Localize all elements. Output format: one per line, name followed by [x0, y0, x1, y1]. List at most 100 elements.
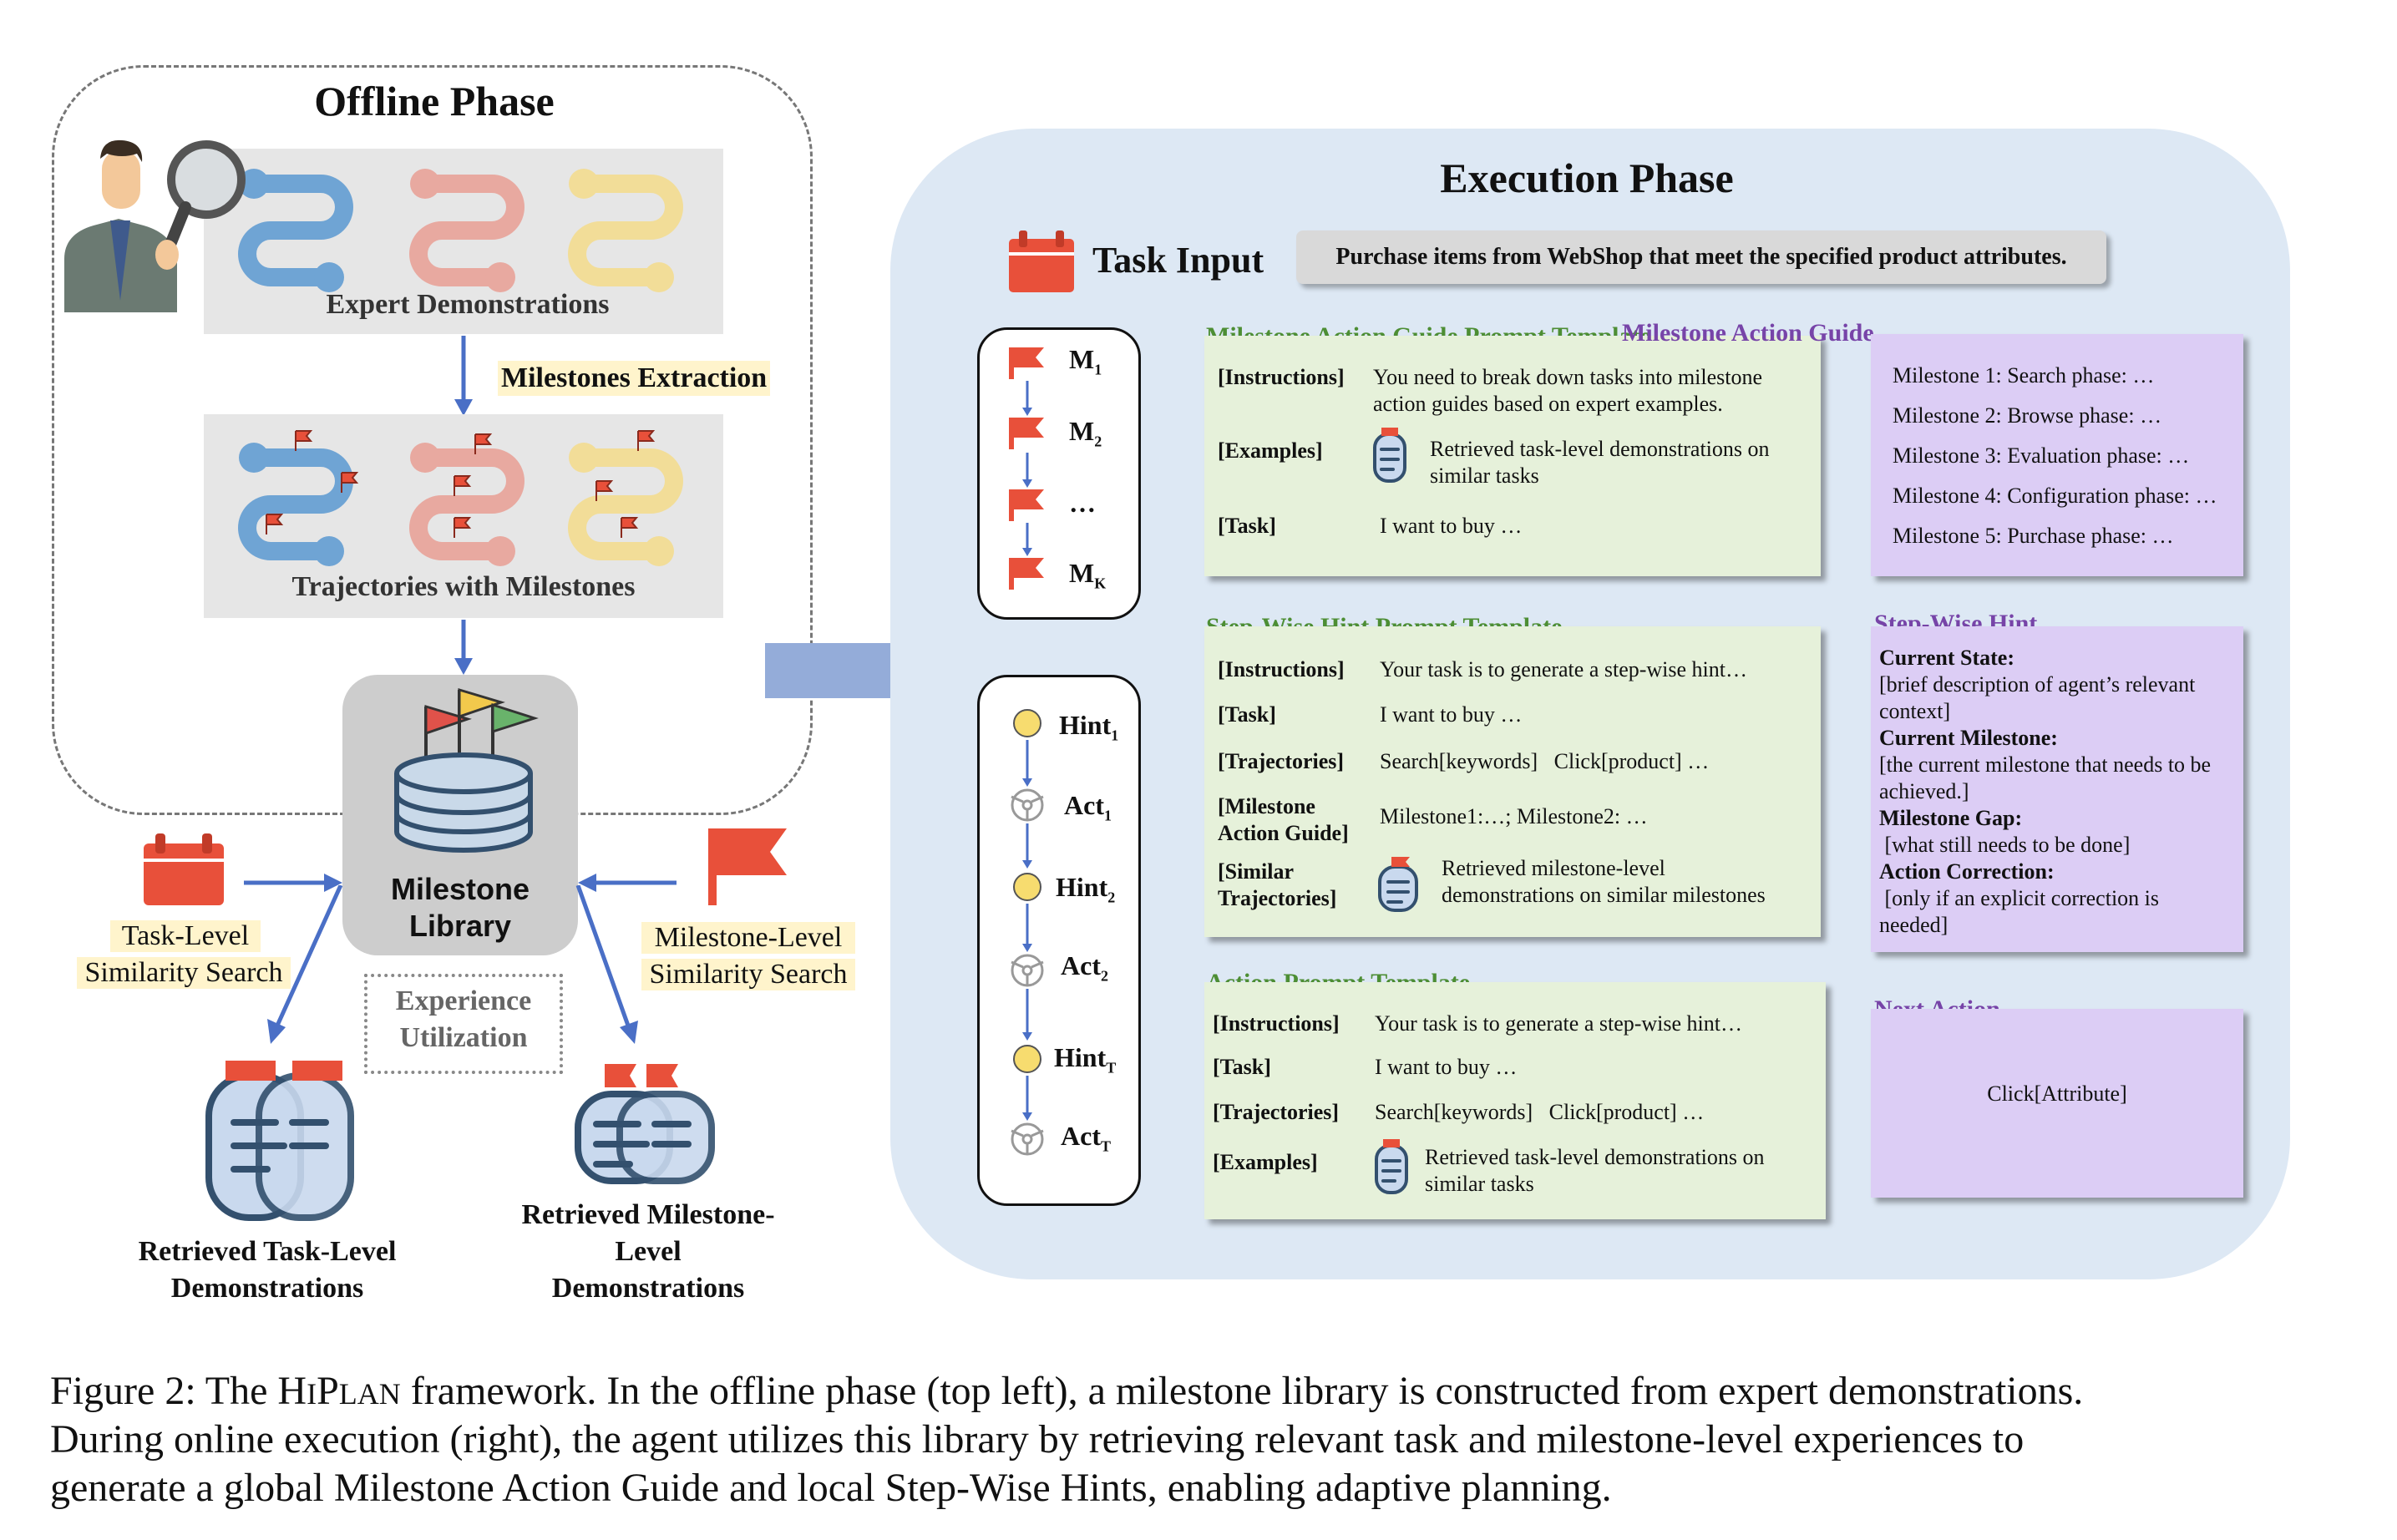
swh-trajectories-key: [Trajectories] [1218, 749, 1345, 773]
swh-current-state-val-1: [brief description of agent’s relevant [1879, 672, 2196, 697]
mag-output-box [1871, 334, 2243, 576]
swh-mag-val: Milestone1:…; Milestone2: … [1380, 804, 1648, 828]
milestone-clipboard-icon [1378, 857, 1418, 912]
swh-similar-val-2: demonstrations on similar milestones [1442, 883, 1766, 907]
arrow-task-search-to-library [244, 874, 342, 892]
swh-action-correction-val-1: [only if an explicit correction is [1879, 886, 2160, 910]
mag-output-item-3: Milestone 3: Evaluation phase: … [1893, 443, 2190, 468]
act-examples-val-2: similar tasks [1425, 1172, 1534, 1196]
step-sequence-graphic [1011, 709, 1044, 1156]
mag-instructions-val-2: action guides based on expert examples. [1373, 392, 1723, 416]
milestone-mk: MK [1069, 558, 1107, 592]
trajectories-label: Trajectories with Milestones [291, 571, 636, 602]
milestones-extraction-label: Milestones Extraction [498, 361, 771, 396]
act-task-key: [Task] [1213, 1055, 1271, 1079]
mag-task-val: I want to buy … [1380, 514, 1523, 538]
step-hint-1: Hint1 [1059, 710, 1119, 744]
act-instructions-val: Your task is to generate a step-wise hin… [1375, 1011, 1743, 1036]
retrieved-milestone-demos-label-3: Demonstrations [551, 1273, 745, 1304]
milestone-sequence-box [977, 327, 1141, 620]
retrieved-task-demos-icon [205, 1061, 354, 1221]
mag-instructions-key: [Instructions] [1218, 365, 1345, 389]
retrieved-task-demos-label-2: Demonstrations [170, 1273, 364, 1304]
mag-instructions-val-1: You need to break down tasks into milest… [1373, 365, 1763, 389]
swh-current-milestone-val-1: [the current milestone that needs to be [1879, 752, 2212, 777]
swh-trajectories-val: Search[keywords] Click[product] … [1380, 749, 1710, 773]
retrieved-task-demos-label-1: Retrieved Task-Level [138, 1236, 397, 1267]
arrow-trajectories-to-library [454, 620, 473, 675]
arrow-library-to-task-demos [267, 885, 343, 1044]
milestone-m1: M1 [1069, 344, 1102, 378]
calendar-icon-task-search [144, 833, 224, 905]
task-level-search-label-1: Task-Level [110, 920, 261, 952]
experience-label-2: Utilization [399, 1022, 528, 1053]
execution-phase-title: Execution Phase [1440, 155, 1734, 201]
swh-mag-key-1: [Milestone [1218, 794, 1315, 818]
swh-current-state-key: Current State: [1879, 646, 2014, 670]
retrieved-milestone-demos-icon [575, 1064, 715, 1184]
calendar-icon-task-input [1009, 230, 1074, 292]
next-action-value: Click[Attribute] [1987, 1082, 2127, 1106]
task-level-search-label-2: Similarity Search [77, 957, 291, 989]
mag-examples-val-2: similar tasks [1430, 464, 1539, 488]
swh-task-val: I want to buy … [1380, 702, 1523, 727]
swh-current-milestone-val-2: achieved.] [1879, 779, 1969, 803]
step-act-2: Act2 [1061, 950, 1108, 985]
next-action-box [1871, 1009, 2243, 1198]
mag-output-item-5: Milestone 5: Purchase phase: … [1893, 524, 2174, 548]
swh-output-box [1871, 626, 2243, 952]
milestone-level-search-label-2: Similarity Search [641, 959, 855, 990]
swh-mag-key-2: Action Guide] [1218, 821, 1349, 845]
act-template-box [1204, 982, 1826, 1219]
mag-template-box [1204, 336, 1821, 576]
offline-phase-title: Offline Phase [314, 78, 555, 124]
act-clipboard-icon [1375, 1139, 1408, 1194]
swh-template-box [1204, 626, 1821, 937]
trajectories-panel [204, 414, 723, 618]
milestone-dots: … [1069, 488, 1096, 518]
swh-instructions-val: Your task is to generate a step-wise hin… [1380, 657, 1748, 681]
task-input-label: Task Input [1092, 240, 1264, 281]
arrow-expert-to-trajectories [454, 336, 473, 416]
swh-current-state-val-2: context] [1879, 699, 1951, 723]
expert-demonstrations-label: Expert Demonstrations [326, 289, 610, 320]
retrieved-milestone-demos-label-1: Retrieved Milestone- [521, 1199, 775, 1230]
act-trajectories-val: Search[keywords] Click[product] … [1375, 1100, 1705, 1124]
expert-paths-graphic [238, 169, 683, 292]
task-input-text: Purchase items from WebShop that meet th… [1296, 230, 2106, 284]
swh-action-correction-val-2: needed] [1879, 913, 1949, 937]
swh-milestone-gap-val: [what still needs to be done] [1879, 833, 2131, 857]
act-instructions-key: [Instructions] [1213, 1011, 1340, 1036]
milestone-level-search-label-1: Milestone-Level [641, 922, 855, 954]
figure-caption-line-2: During online execution (right), the age… [50, 1417, 2025, 1461]
swh-milestone-gap-key: Milestone Gap: [1879, 806, 2023, 830]
step-hint-t: HintT [1054, 1042, 1117, 1076]
swh-action-correction-key: Action Correction: [1879, 859, 2055, 884]
mag-output-item-1: Milestone 1: Search phase: … [1893, 363, 2155, 388]
mag-output-title: Milestone Action Guide [1622, 319, 1874, 347]
step-act-t: ActT [1061, 1121, 1111, 1155]
act-examples-key: [Examples] [1213, 1150, 1318, 1174]
figure-caption-line-1: Figure 2: The HIPLAN framework. In the o… [50, 1369, 2084, 1413]
experience-utilization-box [364, 974, 563, 1074]
swh-instructions-key: [Instructions] [1218, 657, 1345, 681]
arrow-library-to-milestone-demos [575, 885, 638, 1044]
swh-similar-key-2: Trajectories] [1218, 886, 1337, 910]
milestone-m2: M2 [1069, 416, 1102, 450]
act-trajectories-key: [Trajectories] [1213, 1100, 1340, 1124]
act-examples-val-1: Retrieved task-level demonstrations on [1425, 1145, 1765, 1169]
swh-similar-val-1: Retrieved milestone-level [1442, 856, 1665, 880]
step-act-1: Act1 [1064, 790, 1112, 824]
mag-examples-key: [Examples] [1218, 438, 1323, 463]
retrieved-milestone-demos-label-2: Level [615, 1236, 682, 1267]
database-icon [394, 687, 539, 853]
milestone-library-label-2: Library [408, 909, 512, 943]
flag-icon-milestone-search [708, 828, 787, 905]
mag-output-item-2: Milestone 2: Browse phase: … [1893, 403, 2162, 428]
milestone-library-label-1: Milestone [390, 872, 530, 906]
trajectory-paths-graphic [238, 430, 683, 566]
act-task-val: I want to buy … [1375, 1055, 1518, 1079]
mag-task-key: [Task] [1218, 514, 1276, 538]
mag-output-item-4: Milestone 4: Configuration phase: … [1893, 484, 2217, 508]
swh-current-milestone-key: Current Milestone: [1879, 726, 2058, 750]
